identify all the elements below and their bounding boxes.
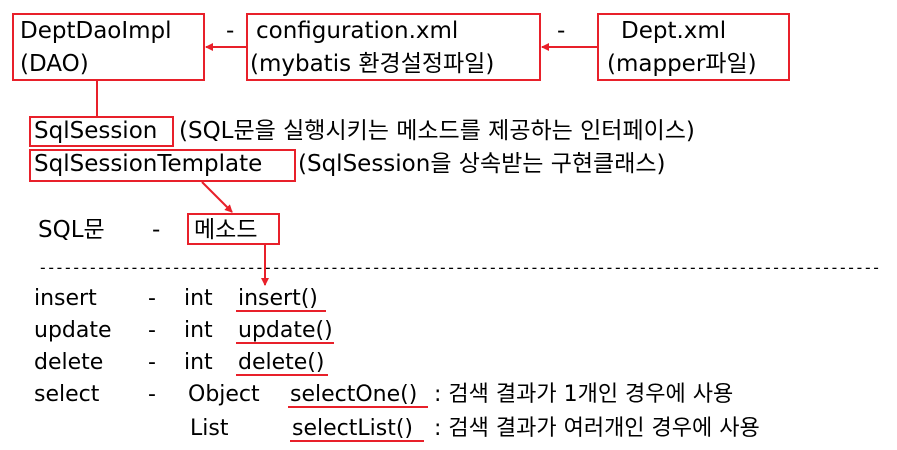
row-separator: -	[148, 286, 156, 311]
dao-box	[12, 13, 205, 81]
header-separator: -	[152, 217, 161, 243]
header-method: 메소드	[194, 217, 258, 243]
row-sql-select: select	[34, 382, 100, 407]
method-underline	[236, 374, 328, 376]
arrow-template-to-method	[201, 181, 233, 213]
separator-dash: -	[226, 18, 235, 44]
sqlsessiontemplate-description: (SqlSession을 상속받는 구현클래스)	[298, 151, 666, 177]
separator-dash: -	[557, 18, 566, 44]
row-note-selectone: : 검색 결과가 1개인 경우에 사용	[434, 382, 734, 407]
config-description: (mybatis 환경설정파일)	[250, 51, 495, 77]
dao-name: DeptDaoImpl	[20, 18, 172, 44]
row-method-delete: delete()	[238, 350, 325, 375]
row-method-insert: insert()	[238, 286, 318, 311]
mapper-filename: Dept.xml	[621, 18, 727, 44]
row-separator: -	[148, 382, 156, 407]
header-sql: SQL문	[38, 217, 105, 243]
row-sql-delete: delete	[34, 350, 104, 375]
method-underline	[236, 342, 334, 344]
row-sql-insert: insert	[34, 286, 97, 311]
row-type: int	[184, 286, 213, 311]
row-separator: -	[148, 350, 156, 375]
sqlsession-description: (SQL문을 실행시키는 메소드를 제공하는 인터페이스)	[179, 118, 695, 144]
row-type: Object	[188, 382, 260, 407]
row-sql-update: update	[34, 318, 112, 343]
mapper-description: (mapper파일)	[607, 51, 757, 77]
method-header-box	[187, 213, 280, 245]
sqlsessiontemplate-box	[29, 149, 296, 182]
row-type: int	[184, 318, 213, 343]
row-type: List	[190, 416, 229, 441]
method-underline	[290, 440, 424, 442]
method-underline	[288, 406, 428, 408]
row-method-selectone: selectOne()	[290, 382, 418, 407]
config-filename: configuration.xml	[256, 18, 459, 44]
sqlsessiontemplate-name: SqlSessionTemplate	[34, 151, 263, 177]
sqlsession-box	[29, 116, 174, 147]
row-separator: -	[148, 318, 156, 343]
sqlsession-name: SqlSession	[34, 118, 158, 144]
method-underline	[236, 310, 326, 312]
mapper-box	[597, 13, 790, 81]
divider-line: ----------------------------------------…	[38, 259, 881, 277]
config-box	[246, 13, 541, 81]
dao-label: (DAO)	[20, 51, 89, 77]
row-note-selectlist: : 검색 결과가 여러개인 경우에 사용	[434, 416, 760, 441]
row-method-update: update()	[238, 318, 333, 343]
row-type: int	[184, 350, 213, 375]
row-method-selectlist: selectList()	[292, 416, 413, 441]
